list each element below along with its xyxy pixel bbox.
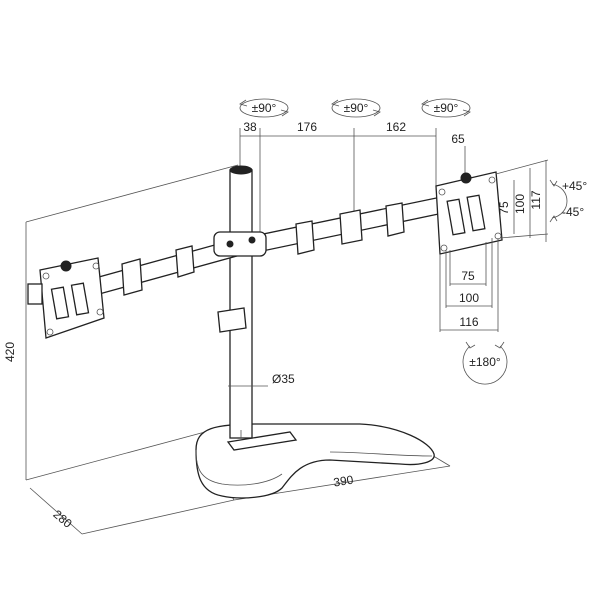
rotation-label-left: ±90° (252, 101, 277, 115)
dim-vesa-100-height: 100 (513, 194, 527, 214)
rotation-label-right: ±90° (434, 101, 459, 115)
rotation-symbol-center (331, 98, 381, 118)
rotation-label-center: ±90° (344, 101, 369, 115)
dim-vesa-75-width: 75 (461, 269, 475, 283)
arm-assembly (87, 195, 449, 297)
vesa-plate-left (27, 257, 105, 339)
dim-base-depth: 280 (50, 507, 75, 531)
rotation-symbol-right (421, 98, 471, 118)
dim-65: 65 (451, 132, 465, 146)
tilt-label-up: +45° (562, 179, 587, 193)
vesa-horizontal-dimension-lines (439, 238, 499, 332)
cable-clip (217, 307, 247, 333)
rotation-symbol-left (239, 98, 289, 118)
base-plate (195, 423, 435, 499)
height-dimension-line (25, 164, 239, 481)
tilt-label-down: -45° (562, 205, 584, 219)
dim-base-width: 390 (332, 473, 354, 490)
dim-height: 420 (3, 342, 17, 362)
dim-vesa-100-width: 100 (459, 291, 479, 305)
dim-pole-diameter: Ø35 (272, 372, 295, 386)
vesa-vertical-dimension-lines (495, 159, 549, 242)
dim-162: 162 (386, 120, 406, 134)
rotation-label-vesa: ±180° (469, 355, 501, 369)
pole (229, 165, 253, 439)
vesa-plate-right (435, 171, 503, 255)
tilt-symbol (549, 179, 568, 223)
rotation-symbol-vesa (462, 341, 508, 385)
dim-vesa-116-width: 116 (459, 315, 478, 329)
dim-vesa-117-height: 117 (529, 190, 543, 209)
dim-38: 38 (243, 120, 257, 134)
dim-vesa-75-height: 75 (497, 201, 511, 215)
dim-176: 176 (297, 120, 317, 134)
